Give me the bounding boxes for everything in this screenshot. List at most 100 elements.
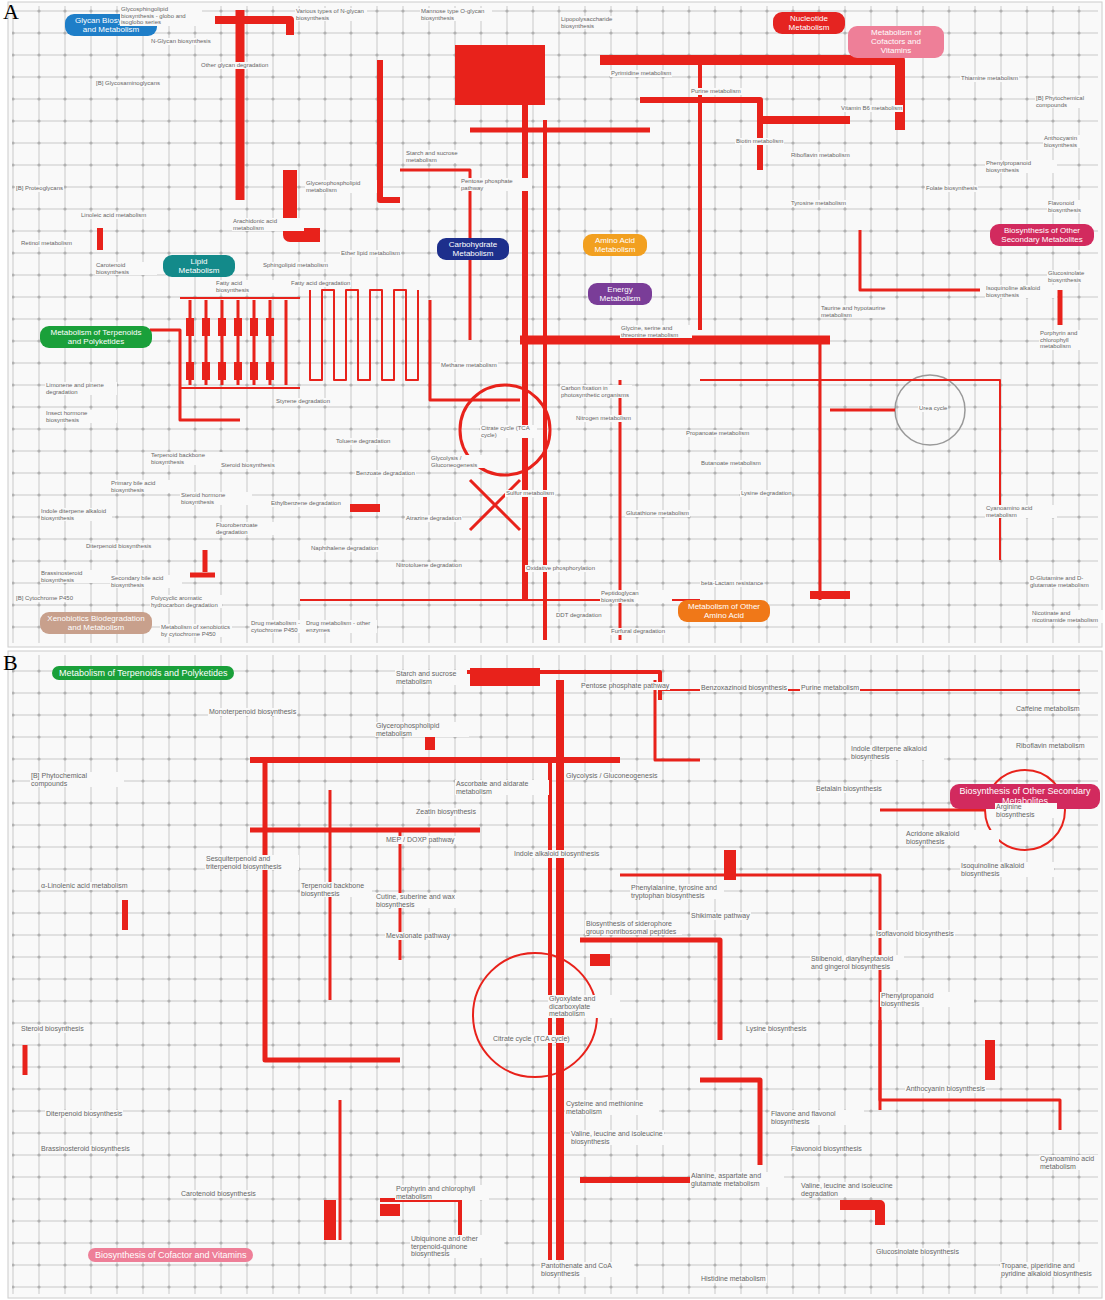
pathway-label: Anthocyanin biosynthesis xyxy=(905,1085,986,1093)
category-pill: Biosynthesis of Other Secondary Metaboli… xyxy=(990,224,1094,246)
pathway-label: [B] Phytochemical compounds xyxy=(30,772,124,787)
pathway-label: α-Linolenic acid metabolism xyxy=(40,882,129,890)
category-name: Metabolism of Terpenoids and Polyketides xyxy=(59,668,227,678)
pathway-label: Glycerophospholipid metabolism xyxy=(305,180,377,193)
category-pill: Metabolism of Terpenoids and Polyketides xyxy=(52,666,234,680)
grey-cycles xyxy=(895,375,965,445)
pathway-label: Fatty acid biosynthesis xyxy=(215,280,277,293)
category-name: Metabolism of Cofactors and Vitamins xyxy=(855,28,937,56)
pathway-label: Caffeine metabolism xyxy=(1015,705,1081,713)
pathway-label: Glyoxylate and dicarboxylate metabolism xyxy=(548,995,620,1018)
pathway-label: Starch and sucrose metabolism xyxy=(395,670,467,685)
category-pill: Metabolism of Cofactors and Vitamins xyxy=(848,26,944,58)
category-name: Nucleotide Metabolism xyxy=(780,14,838,32)
pathway-label: Primary bile acid biosynthesis xyxy=(110,480,182,493)
pathway-label: Porphyrin and chlorophyll metabolism xyxy=(395,1185,489,1200)
pathway-label: Steroid biosynthesis xyxy=(20,1025,85,1033)
pathway-label: D-Glutamine and D-glutamate metabolism xyxy=(1029,575,1101,588)
panel-frame xyxy=(8,651,1102,1298)
pathway-label: Tyrosine metabolism xyxy=(790,200,847,207)
pathway-label: Terpenoid backbone biosynthesis xyxy=(300,882,372,897)
pathway-label: Betalain biosynthesis xyxy=(815,785,883,793)
pathway-label: Arachidonic acid metabolism xyxy=(232,218,304,231)
category-pill: Amino Acid Metabolism xyxy=(583,234,647,256)
pathway-label: Indole diterpene alkaloid biosynthesis xyxy=(40,508,112,521)
pathway-label: Glycolysis / Gluconeogenesis xyxy=(430,455,502,468)
pathway-label: [B] Cytochrome P450 xyxy=(15,595,74,602)
pathway-label: Benzoate degradation xyxy=(355,470,416,477)
pathway-label: Steroid hormone biosynthesis xyxy=(180,492,252,505)
pathway-label: Carotenoid biosynthesis xyxy=(180,1190,257,1198)
category-name: Amino Acid Metabolism xyxy=(590,236,640,254)
pathway-label: Nitrogen metabolism xyxy=(575,415,632,422)
pathway-label: Riboflavin metabolism xyxy=(790,152,851,159)
pathway-label: Pentose phosphate pathway xyxy=(460,178,532,191)
pathway-label: Brassinosteroid biosynthesis xyxy=(40,1145,131,1153)
category-name: Metabolism of Other Amino Acid xyxy=(685,602,763,620)
pathway-label: Glucosinolate biosynthesis xyxy=(1047,270,1101,283)
pathway-label: Biotin metabolism xyxy=(735,138,784,145)
pathway-label: Biosynthesis of siderophore group nonrib… xyxy=(585,920,682,935)
category-pill: Xenobiotics Biodegradation and Metabolis… xyxy=(40,612,152,634)
category-name: Metabolism of Terpenoids and Polyketides xyxy=(47,328,145,346)
pathway-label: N-Glycan biosynthesis xyxy=(150,38,212,45)
pathway-label: Pyrimidine metabolism xyxy=(610,70,672,77)
pathway-label: Starch and sucrose metabolism xyxy=(405,150,477,163)
pathway-label: Fluorobenzoate degradation xyxy=(215,522,287,535)
pathway-label: [B] Proteoglycans xyxy=(15,185,64,192)
pathway-label: Glycosphingolipid biosynthesis - globo a… xyxy=(120,6,202,26)
category-name: Biosynthesis of Cofactor and Vitamins xyxy=(95,1250,246,1260)
pathway-mesh xyxy=(12,655,1098,1294)
pathway-label: Insect hormone biosynthesis xyxy=(45,410,117,423)
pathway-label: Ubiquinone and other terpenoid-quinone b… xyxy=(410,1235,504,1258)
pathway-label: Sulfur metabolism xyxy=(505,490,555,497)
pathway-label: Diterpenoid biosynthesis xyxy=(45,1110,123,1118)
category-pill: Biosynthesis of Cofactor and Vitamins xyxy=(88,1248,253,1262)
pathway-label: Anthocyanin biosynthesis xyxy=(1043,135,1101,148)
pathway-label: Riboflavin metabolism xyxy=(1015,742,1085,750)
pathway-label: Propanoate metabolism xyxy=(685,430,750,437)
pathway-label: Monoterpenoid biosynthesis xyxy=(208,708,297,716)
pathway-label: [B] Phytochemical compounds xyxy=(1035,95,1101,108)
category-pill: Lipid Metabolism xyxy=(163,255,235,277)
pathway-label: Porphyrin and chlorophyll metabolism xyxy=(1039,330,1101,350)
pathway-mesh xyxy=(12,6,1098,643)
pathway-label: Purine metabolism xyxy=(690,88,742,95)
pathway-label: Cyanoamino acid metabolism xyxy=(1039,1155,1101,1170)
pathway-label: Isoquinoline alkaloid biosynthesis xyxy=(960,862,1054,877)
active-pathways-a xyxy=(100,10,1060,640)
pathway-label: Mannose type O-glycan biosynthesis xyxy=(420,8,492,21)
panel-letter: A xyxy=(3,1,19,23)
pathway-label: Mevalonate pathway xyxy=(385,932,451,940)
pathway-label: Steroid biosynthesis xyxy=(220,462,276,469)
category-name: Energy Metabolism xyxy=(595,285,645,303)
pathway-label: Sesquiterpenoid and triterpenoid biosynt… xyxy=(205,855,299,870)
pathway-label: DDT degradation xyxy=(555,612,603,619)
category-name: Lipid Metabolism xyxy=(170,257,228,275)
pathway-label: Peptidoglycan biosynthesis xyxy=(600,590,672,603)
pathway-label: Alanine, aspartate and glutamate metabol… xyxy=(690,1172,784,1187)
pathway-label: Phenylalanine, tyrosine and tryptophan b… xyxy=(630,884,724,899)
pathway-label: Tropane, piperidine and pyridine alkaloi… xyxy=(1000,1262,1098,1277)
pathway-label: Ethylbenzene degradation xyxy=(270,500,342,507)
pathway-label: Citrate cycle (TCA cycle) xyxy=(492,1035,571,1043)
pathway-label: Butanoate metabolism xyxy=(700,460,762,467)
pathway-label: Valine, leucine and isoleucine biosynthe… xyxy=(570,1130,664,1145)
pathway-label: Methane metabolism xyxy=(440,362,498,369)
active-pathways-b xyxy=(25,668,1080,1260)
pathway-label: Zeatin biosynthesis xyxy=(415,808,477,816)
category-pill: Metabolism of Other Amino Acid xyxy=(678,600,770,622)
pathway-label: Cutine, suberine and wax biosynthesis xyxy=(375,893,469,908)
pathway-label: Flavone and flavonol biosynthesis xyxy=(770,1110,864,1125)
pathway-label: Lysine biosynthesis xyxy=(745,1025,807,1033)
pathway-label: Limonene and pinene degradation xyxy=(45,382,117,395)
pathway-label: Metabolism of xenobiotics by cytochrome … xyxy=(160,624,232,637)
pathway-label: Phenylpropanoid biosynthesis xyxy=(880,992,974,1007)
pathway-label: Flavonoid biosynthesis xyxy=(790,1145,863,1153)
pathway-label: Citrate cycle (TCA cycle) xyxy=(480,425,537,438)
pathway-label: Stilbenoid, diarylheptanoid and gingerol… xyxy=(810,955,904,970)
pathway-label: Fatty acid degradation xyxy=(290,280,351,287)
pathway-label: Atrazine degradation xyxy=(405,515,462,522)
pathway-label: Various types of N-glycan biosynthesis xyxy=(295,8,367,21)
